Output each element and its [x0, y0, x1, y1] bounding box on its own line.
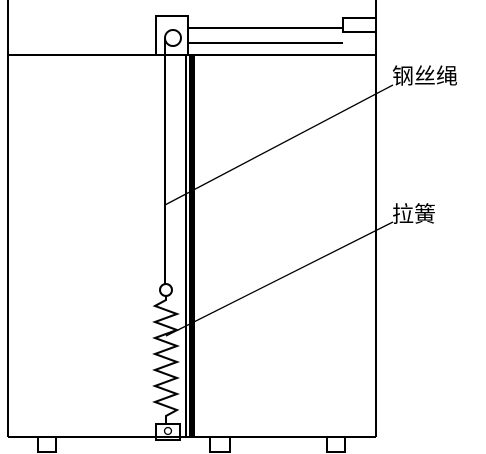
rail-end-block [342, 17, 377, 33]
pulley-bracket [155, 15, 189, 56]
leader-line-spring [165, 221, 394, 337]
spring-top-ring [159, 283, 173, 297]
pulley-icon [164, 29, 182, 47]
spring-anchor-block [155, 423, 181, 441]
spring-label: 拉簧 [392, 203, 437, 228]
leader-line-rope [164, 84, 394, 206]
top-rail [188, 27, 343, 44]
guide-post-thick [189, 55, 195, 437]
tension-spring [152, 296, 180, 424]
wire-rope-label: 钢丝绳 [392, 65, 459, 90]
base-feet [37, 436, 346, 453]
anchor-pin [163, 426, 173, 436]
